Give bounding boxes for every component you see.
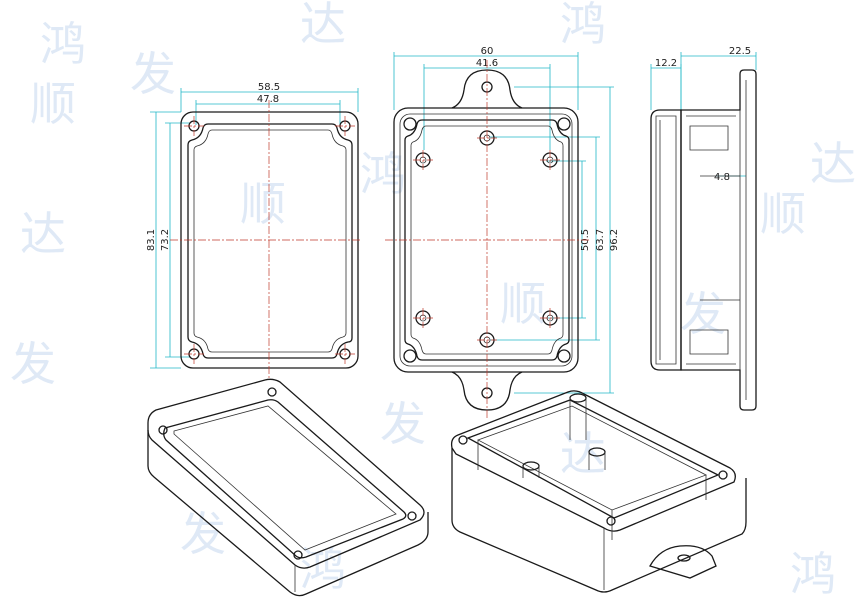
watermark-char: 顺	[240, 177, 286, 231]
watermark-char: 达	[560, 427, 606, 481]
lid-isometric-view	[147, 378, 429, 597]
side-lid-outline	[650, 109, 682, 371]
corner-hole	[557, 117, 571, 131]
lid-height-outer-label: 83.1	[146, 229, 157, 251]
watermark-char: 发	[380, 397, 426, 451]
iso-lid-hole	[267, 387, 277, 397]
watermark-char: 顺	[760, 187, 806, 241]
watermark-char: 顺	[30, 77, 76, 131]
corner-hole	[557, 349, 571, 363]
watermark-char: 达	[20, 207, 66, 261]
iso-lid-hole	[407, 511, 417, 521]
side-wall-label: 4.8	[714, 172, 730, 183]
iso-base-boss	[569, 393, 587, 403]
corner-hole	[403, 117, 417, 131]
base-groove-outer	[404, 119, 570, 361]
watermark-char: 鸿	[790, 547, 836, 601]
lid-groove-outer	[187, 123, 353, 359]
base-bottom-tab	[451, 371, 523, 411]
base-plan-view: 60 41.6 50.5 63.7 96.2	[385, 46, 620, 420]
base-groove-inner	[410, 125, 564, 355]
base-isometric-view	[450, 390, 747, 593]
watermark-char: 鸿	[40, 17, 86, 71]
iso-base-walls	[451, 448, 747, 593]
iso-base-corner-hole	[718, 470, 728, 480]
watermark-char: 达	[300, 0, 346, 51]
base-h2-label: 63.7	[595, 229, 606, 251]
iso-base-corner-hole	[606, 516, 616, 526]
watermark-char: 发	[680, 287, 726, 341]
lid-plan-view: 58.5 47.8 83.1 73.2	[146, 82, 362, 380]
lid-width-inner-label: 47.8	[257, 94, 279, 105]
watermark-char: 鸿	[360, 147, 406, 201]
corner-hole	[403, 349, 417, 363]
iso-base-corner-hole	[458, 435, 468, 445]
side-dimension-lines	[650, 52, 757, 177]
watermark: 鸿 鸿 鸿 鸿 鸿 达 达 达 达 顺 顺 顺 顺 发 发 发 发 发	[10, 0, 856, 601]
side-lid-depth-label: 12.2	[655, 58, 677, 69]
side-total-depth-label: 22.5	[729, 46, 751, 57]
watermark-char: 发	[10, 337, 56, 391]
iso-base-top-rim	[450, 390, 736, 532]
watermark-char: 达	[810, 137, 856, 191]
iso-lid-top-face	[147, 378, 425, 569]
iso-lid-hole	[293, 550, 303, 560]
iso-base-tab-hole	[677, 554, 691, 562]
watermark-char: 顺	[500, 277, 546, 331]
iso-base-inner-rim	[466, 399, 720, 519]
lid-height-inner-label: 73.2	[160, 229, 171, 251]
iso-lid-side	[147, 430, 429, 597]
iso-lid-hole	[158, 425, 168, 435]
base-dimension-lines	[393, 52, 614, 394]
base-h3-label: 96.2	[609, 229, 620, 251]
watermark-char: 发	[180, 507, 226, 561]
side-section-view: 22.5 12.2 4.8	[650, 46, 757, 411]
iso-base-mount-tab	[649, 545, 717, 579]
watermark-char: 发	[130, 47, 176, 101]
lid-groove-inner	[193, 129, 347, 353]
lid-dimension-lines	[150, 88, 359, 369]
side-base-outline	[680, 69, 757, 411]
watermark-char: 鸿	[560, 0, 606, 51]
lid-width-outer-label: 58.5	[258, 82, 280, 93]
iso-base-boss	[522, 461, 540, 471]
base-width-outer-label: 60	[481, 46, 494, 57]
iso-lid-groove	[163, 399, 407, 559]
